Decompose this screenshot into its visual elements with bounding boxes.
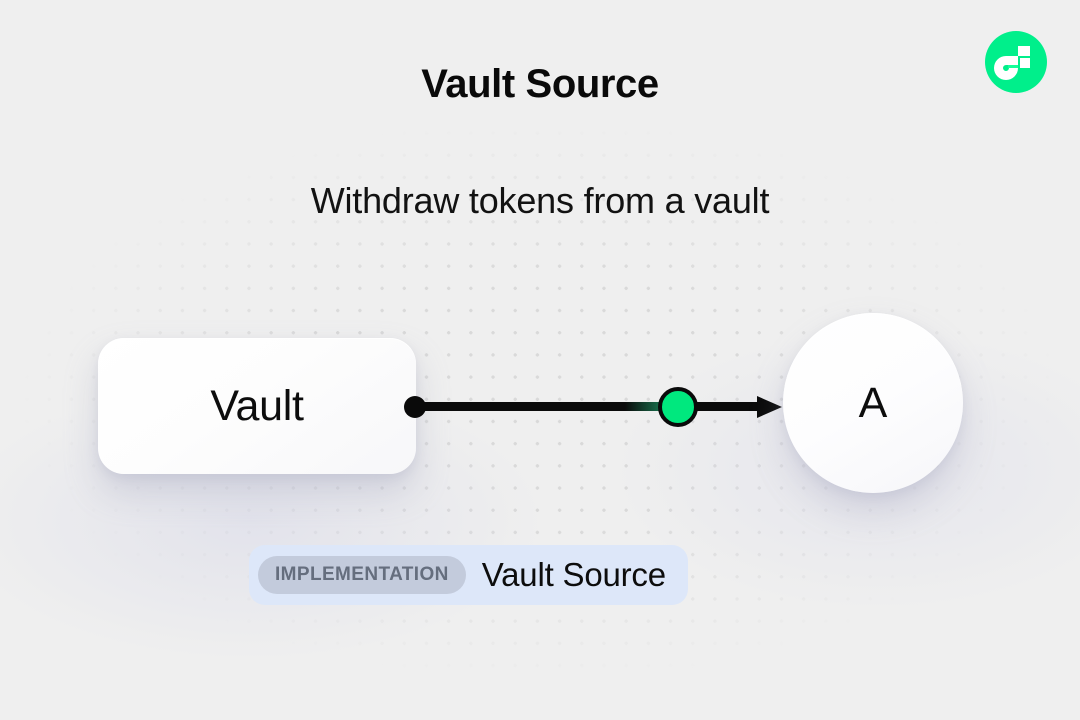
node-vault[interactable]: Vault — [98, 338, 416, 474]
node-vault-label: Vault — [210, 381, 304, 430]
node-a[interactable]: A — [783, 313, 963, 493]
node-a-label: A — [858, 378, 888, 427]
flow-logo-icon — [985, 31, 1047, 93]
edge-arrowhead-icon — [757, 396, 782, 418]
edge-midpoint-dot-icon[interactable] — [658, 387, 698, 427]
implementation-name-label: Vault Source — [481, 556, 666, 593]
page-title: Vault Source — [421, 62, 659, 106]
edge-line — [415, 402, 765, 411]
page-subtitle: Withdraw tokens from a vault — [310, 180, 770, 221]
implementation-badge[interactable]: IMPLEMENTATION Vault Source — [249, 545, 688, 605]
implementation-tag-label: IMPLEMENTATION — [258, 556, 466, 594]
edge-source-dot-icon[interactable] — [404, 396, 426, 418]
